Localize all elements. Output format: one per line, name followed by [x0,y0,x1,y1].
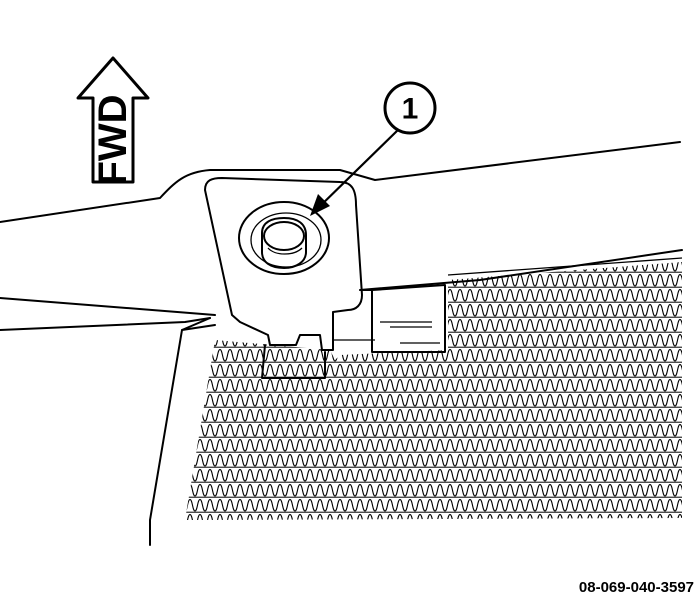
mounting-bracket [204,177,446,379]
figure-id: 08-069-040-3597 [578,579,694,596]
forward-arrow-label: FWD [91,94,135,185]
callout-number: 1 [402,93,419,126]
forward-arrow-icon: FWD [76,56,150,186]
mounting-bolt [238,201,330,275]
callout-arrowhead-icon [310,194,330,216]
callout-1: 1 [310,81,437,216]
radiator-core [185,262,682,520]
radiator-support-beam [0,141,683,316]
